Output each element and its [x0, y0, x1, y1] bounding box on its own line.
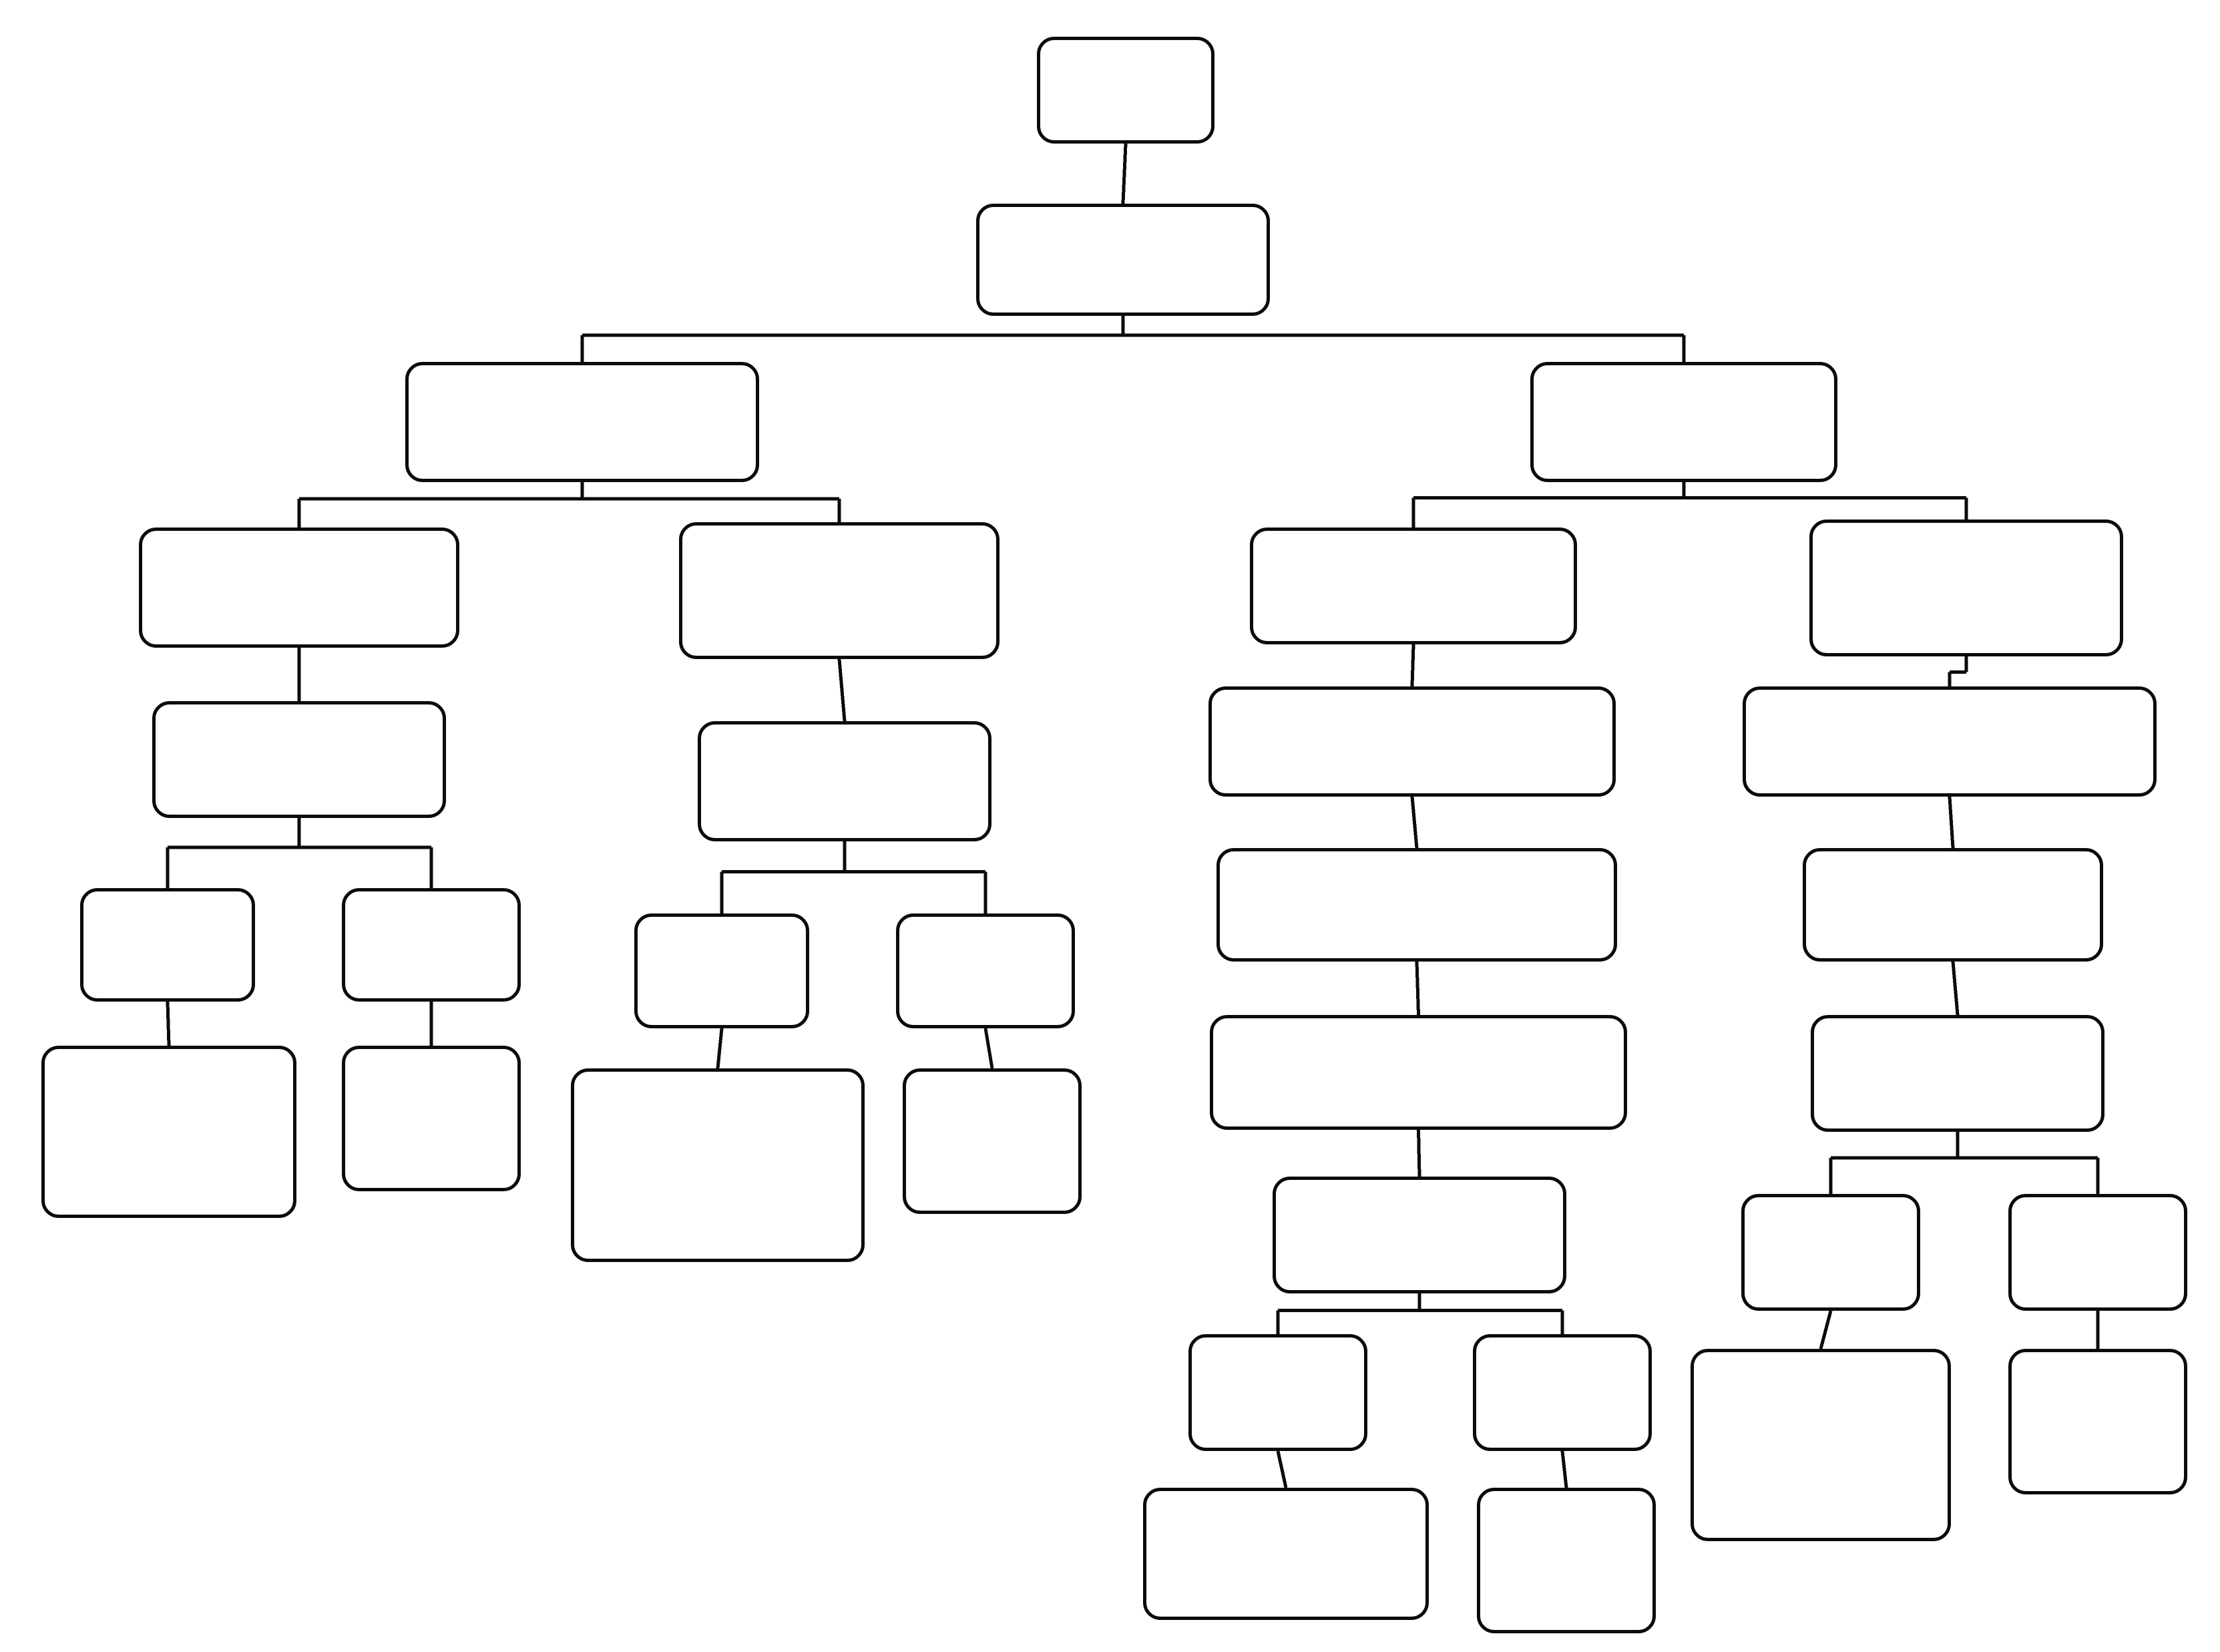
connector-straight: [1276, 1450, 1288, 1488]
node-dorsal-side-with-central-hyaline-area[interactable]: [139, 528, 459, 648]
node-start-again-error[interactable]: [903, 1068, 1082, 1214]
connector-straight: [983, 1028, 994, 1069]
node-raphe-is-more-or-less-in-central-position[interactable]: [1530, 362, 1837, 482]
node-species-encyonema-caespitosum[interactable]: [1691, 1349, 1951, 1541]
node-presence-of-raphe[interactable]: [1037, 37, 1214, 144]
node-raphe-ends-at-valve-apices[interactable]: [1250, 528, 1577, 644]
node-dorsoventral-symmetry[interactable]: [976, 204, 1270, 316]
node-species-cymbella-excisa[interactable]: [1143, 1488, 1429, 1620]
node-subrostrate-to-rostrate-apices[interactable]: [1208, 686, 1616, 797]
connector-straight: [1410, 644, 1415, 687]
node-confirmation-of-measurements[interactable]: [1273, 1177, 1566, 1293]
node-ventral-margin-is-slightly-convex-or-flat[interactable]: [1210, 1015, 1627, 1130]
connector-straight: [1415, 961, 1420, 1016]
node-confirmation-of-measurements[interactable]: [152, 701, 446, 818]
node-yes[interactable]: [1188, 1334, 1367, 1451]
node-raphe-near-the-ventral-margin-of-valve[interactable]: [405, 362, 759, 482]
connector-straight: [1819, 1310, 1833, 1350]
node-yes[interactable]: [634, 913, 809, 1028]
node-start-again-error[interactable]: [1477, 1488, 1656, 1633]
connector-straight: [1121, 143, 1128, 204]
node-no[interactable]: [342, 888, 521, 1002]
node-apices-rounded-or-slightly-rostrate[interactable]: [1743, 686, 2157, 797]
node-no[interactable]: [2008, 1194, 2187, 1311]
node-raphe-ends-on-dorsal-side-of-the-valve[interactable]: [1809, 520, 2123, 656]
node-species-amphora-lybica[interactable]: [41, 1046, 296, 1218]
node-confirmation-of-measurements[interactable]: [698, 721, 991, 841]
node-presence-of-stigma-in-central-area[interactable]: [1216, 848, 1617, 962]
node-yes[interactable]: [1741, 1194, 1920, 1311]
node-start-again-error[interactable]: [2008, 1349, 2187, 1494]
connector-straight: [1417, 1129, 1421, 1177]
node-no[interactable]: [1473, 1334, 1652, 1451]
connector-straight: [1951, 961, 1960, 1016]
connector-straight: [1948, 796, 1955, 849]
connector-straight: [1560, 1450, 1568, 1488]
connector-straight: [716, 1028, 724, 1069]
connector-straight: [837, 658, 847, 722]
node-striae-coarse-and-punctate[interactable]: [1803, 848, 2103, 962]
node-no[interactable]: [896, 913, 1075, 1028]
node-start-again-error[interactable]: [342, 1046, 521, 1191]
connector-straight: [166, 1001, 171, 1046]
node-confirmation-of-measurements[interactable]: [1811, 1015, 2104, 1132]
node-species-amphora-pediculus[interactable]: [571, 1068, 865, 1262]
connector-straight: [1410, 796, 1419, 849]
node-dorsal-and-ventral-side-with-central-hyali[interactable]: [679, 522, 1000, 659]
node-yes[interactable]: [80, 888, 255, 1002]
